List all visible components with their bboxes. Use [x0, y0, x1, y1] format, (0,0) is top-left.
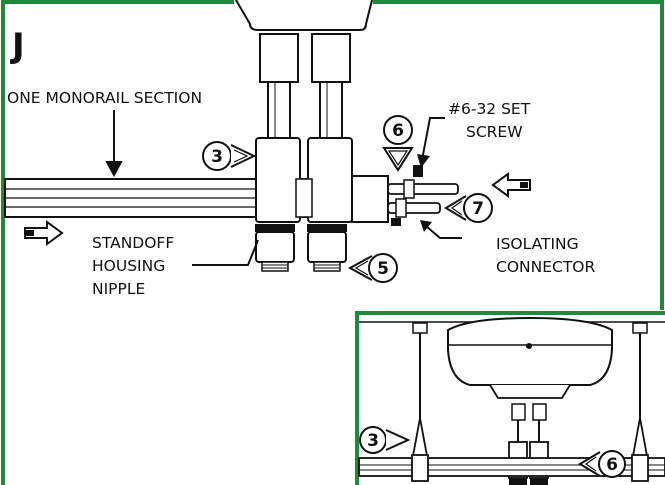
callout-step-3-number: 3 [211, 147, 223, 167]
label-monorail-section: ONE MONORAIL SECTION [7, 89, 202, 107]
slide-arrow-right-icon [24, 220, 64, 246]
label-isolating-line2: CONNECTOR [496, 258, 595, 276]
slide-arrow-left-icon [491, 172, 531, 198]
callout-step-7-number: 7 [472, 199, 484, 219]
callout-step-7: 7 [444, 193, 493, 223]
housing-nipples [255, 224, 347, 272]
inset-callout-step-6: 6 [578, 450, 626, 478]
callout-step-5: 5 [347, 253, 398, 283]
label-standoff-line2: HOUSING [92, 257, 165, 275]
standoff-housing [255, 137, 353, 223]
inset-callout-step-3-number: 3 [367, 431, 379, 451]
panel-letter: J [10, 26, 25, 66]
label-isolating-line1: ISOLATING [496, 235, 579, 253]
label-standoff-line1: STANDOFF [92, 234, 174, 252]
inset-callout-step-3: 3 [359, 426, 411, 454]
callout-step-3: 3 [202, 141, 257, 171]
isolating-connector [351, 165, 459, 226]
canopy-bottom [235, 0, 373, 31]
leader-lines [105, 110, 462, 266]
label-set-screw-line2: SCREW [466, 123, 523, 141]
label-set-screw-line1: #6-32 SET [448, 100, 531, 118]
inset-callout-step-6-number: 6 [606, 455, 618, 475]
callout-step-6: 6 [382, 115, 414, 172]
callout-step-6-number: 6 [392, 121, 404, 141]
label-standoff-line3: NIPPLE [92, 280, 145, 298]
callout-step-5-number: 5 [377, 259, 389, 279]
downrod-tubes [259, 33, 351, 139]
